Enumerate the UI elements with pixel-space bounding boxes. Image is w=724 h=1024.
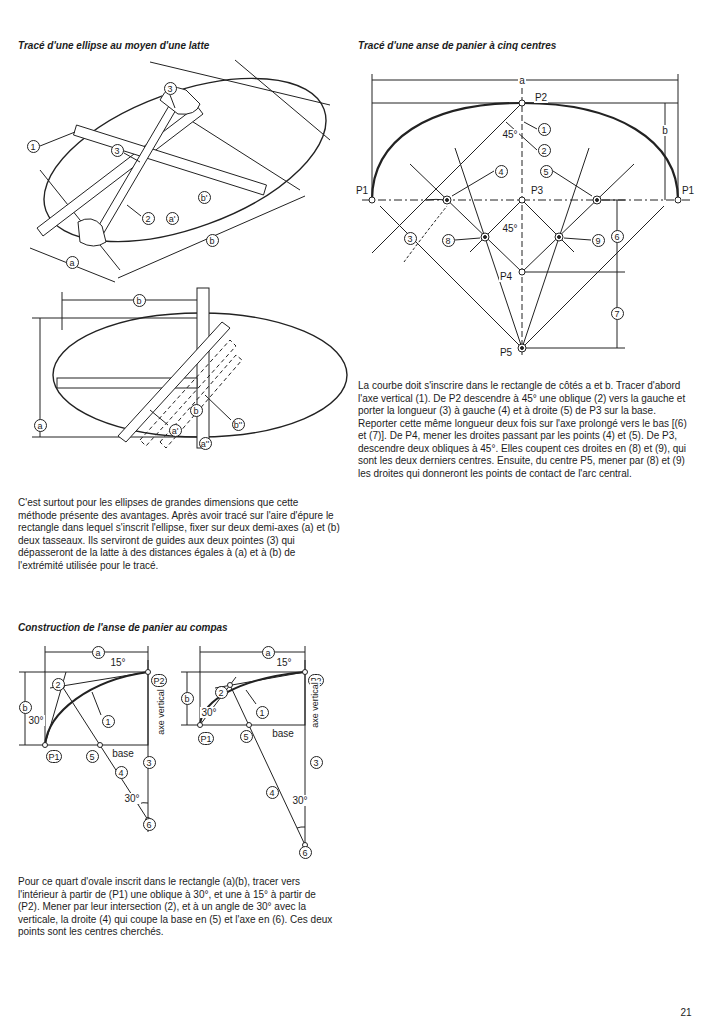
callout-number: 4 — [266, 786, 279, 799]
dimension-label: 30° — [27, 715, 44, 726]
callout-number: 1 — [102, 715, 115, 728]
callout-number: P1 — [46, 750, 61, 763]
callout-number: 1 — [27, 140, 40, 153]
callout-number: a — [262, 646, 275, 659]
section-heading: Tracé d'une ellipse au moyen d'une latte — [18, 40, 209, 51]
callout-number: b'' — [232, 418, 245, 431]
callout-number: 3 — [164, 82, 177, 95]
callout-number: 7 — [611, 307, 624, 320]
callout-number: 1 — [256, 706, 269, 719]
dimension-label: 15° — [275, 657, 292, 668]
body-paragraph: Pour ce quart d'ovale inscrit dans le re… — [18, 876, 340, 939]
body-paragraph: La courbe doit s'inscrire dans le rectan… — [358, 380, 690, 480]
dimension-label: P1 — [355, 185, 369, 196]
dimension-label: base — [271, 728, 295, 739]
anse-cinq-centres-figure — [362, 74, 690, 355]
dimension-label: 21 — [679, 1007, 692, 1018]
callout-number: a' — [169, 424, 182, 437]
callout-number: a' — [166, 212, 179, 225]
callout-number: 5 — [86, 750, 99, 763]
callout-number: b — [181, 692, 194, 705]
callout-number: a — [92, 646, 105, 659]
callout-number: 3 — [310, 756, 323, 769]
callout-number: 2 — [215, 686, 228, 699]
dimension-label: 30° — [291, 795, 308, 806]
callout-number: 2 — [52, 678, 65, 691]
dimension-label: P2 — [534, 92, 548, 103]
dimension-label: P1 — [681, 185, 695, 196]
section-heading: Tracé d'une anse de panier à cinq centre… — [358, 40, 556, 51]
callout-number: 8 — [442, 234, 455, 247]
dimension-label: P3 — [530, 185, 544, 196]
dimension-label: 30° — [200, 707, 217, 718]
body-paragraph: C'est surtout pour les ellipses de grand… — [18, 497, 340, 572]
callout-number: 3 — [404, 232, 417, 245]
axis-label: axe vertical — [156, 688, 166, 736]
dimension-label: b — [661, 125, 669, 136]
compas-figure-2 — [181, 646, 308, 858]
callout-number: b — [206, 234, 219, 247]
callout-number: 5 — [240, 730, 253, 743]
ellipse-tasseaux-figure — [32, 288, 347, 448]
dimension-label: 45° — [501, 129, 518, 140]
callout-number: P1 — [198, 732, 213, 745]
callout-number: 4 — [495, 165, 508, 178]
callout-number: b — [133, 294, 146, 307]
dimension-label: a — [518, 75, 526, 86]
section-heading: Construction de l'anse de panier au comp… — [18, 622, 228, 633]
callout-number: P2 — [151, 674, 166, 687]
callout-number: b — [190, 404, 203, 417]
callout-number: a'' — [199, 437, 212, 450]
callout-number: a — [66, 256, 79, 269]
dimension-label: P5 — [499, 347, 513, 358]
callout-number: 1 — [538, 123, 551, 136]
dimension-label: 45° — [501, 223, 518, 234]
compas-figure-1 — [19, 646, 151, 832]
callout-number: 9 — [592, 234, 605, 247]
callout-number: 6 — [299, 846, 312, 859]
ellipse-latte-figure — [23, 45, 348, 282]
axis-label: axe vertical — [310, 681, 320, 729]
callout-number: 2 — [538, 144, 551, 157]
callout-number: 6 — [143, 818, 156, 831]
dimension-label: 30° — [123, 793, 140, 804]
callout-number: b — [19, 701, 32, 714]
callout-number: 5 — [540, 165, 553, 178]
callout-number: 6 — [611, 230, 624, 243]
dimension-label: P4 — [499, 271, 513, 282]
callout-number: 4 — [115, 766, 128, 779]
dimension-label: base — [111, 748, 135, 759]
callout-number: 2 — [142, 212, 155, 225]
callout-number: 3 — [143, 756, 156, 769]
callout-number: b' — [198, 191, 211, 204]
callout-number: 3 — [111, 144, 124, 157]
dimension-label: 15° — [109, 657, 126, 668]
callout-number: a — [34, 419, 47, 432]
